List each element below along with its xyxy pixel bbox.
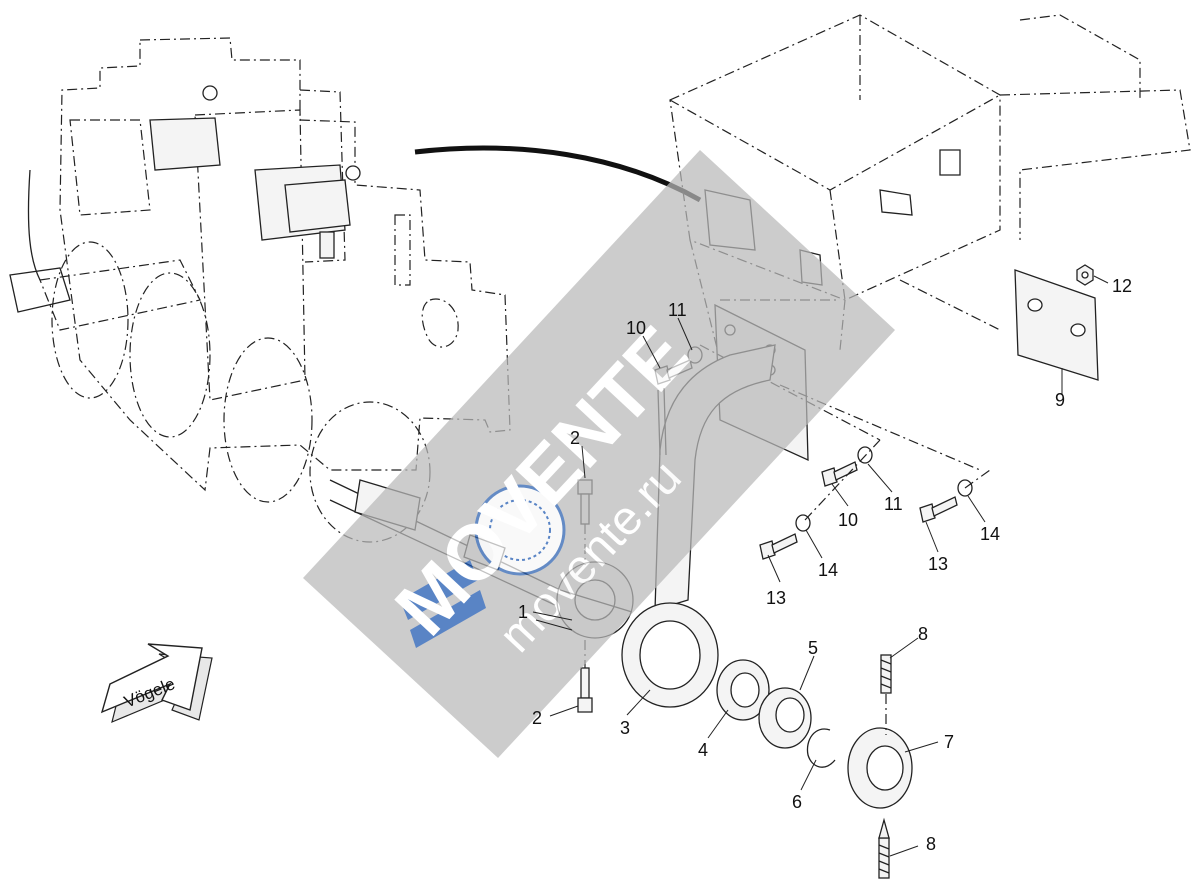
part-7-cover	[847, 727, 913, 809]
callout-1: 1	[518, 602, 528, 622]
callout-4: 4	[698, 740, 708, 760]
callout-5: 5	[808, 638, 818, 658]
callout-labels: 1 2 2 3 4 5 6 7 8 8 9 10 10 11 11 12 13 …	[518, 276, 1132, 854]
pointer-curve	[414, 145, 702, 203]
part-12-nut	[1076, 264, 1094, 286]
callout-3: 3	[620, 718, 630, 738]
part-8-stud-bottom	[878, 817, 890, 879]
part-5-sleeve	[758, 687, 812, 749]
callout-8-top: 8	[918, 624, 928, 644]
vogele-direction-arrow: Vögele	[100, 643, 213, 724]
callout-11-upper: 11	[668, 300, 687, 320]
callout-10-upper: 10	[626, 318, 646, 338]
callout-10-lower: 10	[838, 510, 858, 530]
part-13-bolt-right	[919, 496, 958, 523]
part-10-bolt-lower	[821, 461, 858, 487]
callout-14-right: 14	[980, 524, 1000, 544]
callout-6: 6	[792, 792, 802, 812]
part-6-circlip	[806, 728, 836, 768]
callout-2-bottom: 2	[532, 708, 542, 728]
callout-13-right: 13	[928, 554, 948, 574]
callout-14-left: 14	[818, 560, 838, 580]
callout-11-lower: 11	[884, 494, 903, 514]
part-13-bolt-left	[759, 533, 798, 560]
callout-9: 9	[1055, 390, 1065, 410]
part-9-plate	[899, 269, 1099, 381]
left-frame-assembly	[9, 37, 561, 606]
callout-2-top: 2	[570, 428, 580, 448]
callout-7: 7	[944, 732, 954, 752]
callout-13-left: 13	[766, 588, 786, 608]
callout-12: 12	[1112, 276, 1132, 296]
callout-8-bottom: 8	[926, 834, 936, 854]
part-8-stud-top	[880, 654, 892, 735]
leader-lines	[532, 275, 1109, 857]
part-4-bearing	[716, 659, 770, 721]
